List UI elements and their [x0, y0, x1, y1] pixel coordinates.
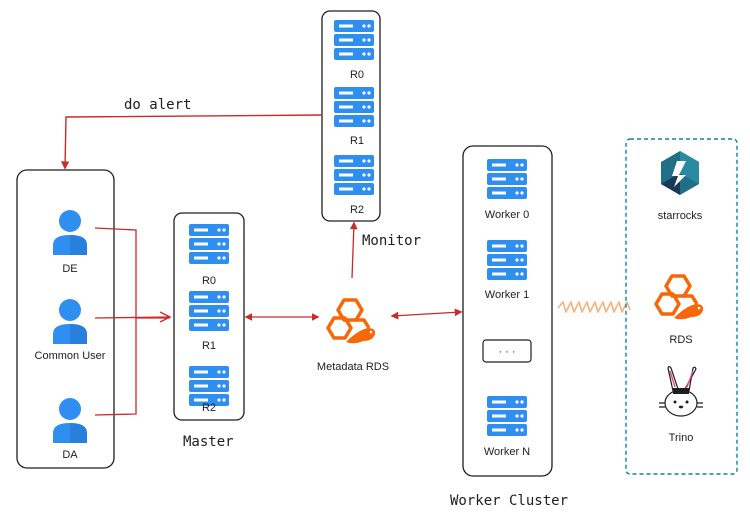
- user-common-label: Common User: [35, 350, 106, 362]
- monitor-r0-label: R0: [350, 69, 364, 81]
- metadata-rds-icon: [326, 298, 377, 346]
- master-r2-label: R2: [202, 402, 216, 414]
- de-user-icon: [53, 210, 87, 255]
- integration-rds-icon: [654, 274, 705, 322]
- user-de-label: DE: [62, 263, 77, 275]
- do-alert-label: do alert: [124, 97, 191, 113]
- worker-ellipsis-box: [482, 339, 532, 363]
- rds-worker-arrow: [390, 308, 463, 320]
- rds-monitor-arrow: [349, 221, 358, 279]
- monitor-r1-label: R1: [350, 135, 364, 147]
- worker-n-label: Worker N: [484, 446, 530, 458]
- master-r1-label: R1: [202, 340, 216, 352]
- master-r0-label: R0: [202, 275, 216, 287]
- monitor-r1-server-icon: [334, 87, 374, 127]
- trino-icon: [659, 365, 703, 417]
- worker-0-label: Worker 0: [485, 209, 529, 221]
- rds-label: RDS: [669, 334, 692, 346]
- common-user-icon: [53, 299, 87, 344]
- worker-integrations-squiggle: [557, 301, 631, 313]
- user-da-label: DA: [62, 449, 78, 461]
- worker-1-label: Worker 1: [485, 289, 529, 301]
- worker-n-server-icon: [487, 396, 527, 436]
- worker-ellipsis: · · ·: [498, 346, 515, 358]
- users-to-master-connector: [94, 227, 171, 416]
- master-r0-server-icon: [189, 224, 229, 264]
- monitor-r2-server-icon: [334, 155, 374, 195]
- master-r2-server-icon: [189, 366, 229, 406]
- worker-cluster-box: [462, 145, 553, 477]
- metadata-rds-label: Metadata RDS: [317, 361, 389, 373]
- worker-1-server-icon: [487, 240, 527, 280]
- do-alert-arrow: [60, 114, 323, 170]
- starrocks-icon: [661, 151, 699, 195]
- monitor-title: Monitor: [362, 233, 421, 249]
- master-box: [173, 212, 245, 421]
- monitor-r0-server-icon: [334, 20, 374, 60]
- integrations-box: [625, 138, 738, 475]
- da-user-icon: [53, 398, 87, 443]
- worker-0-server-icon: [487, 159, 527, 199]
- master-title: Master: [183, 434, 234, 450]
- monitor-box: [321, 10, 381, 222]
- master-r1-server-icon: [189, 291, 229, 331]
- trino-label: Trino: [669, 432, 694, 444]
- starrocks-label: starrocks: [658, 210, 703, 222]
- worker-cluster-title: Worker Cluster: [450, 493, 568, 509]
- users-box: [16, 169, 115, 469]
- monitor-r2-label: R2: [350, 204, 364, 216]
